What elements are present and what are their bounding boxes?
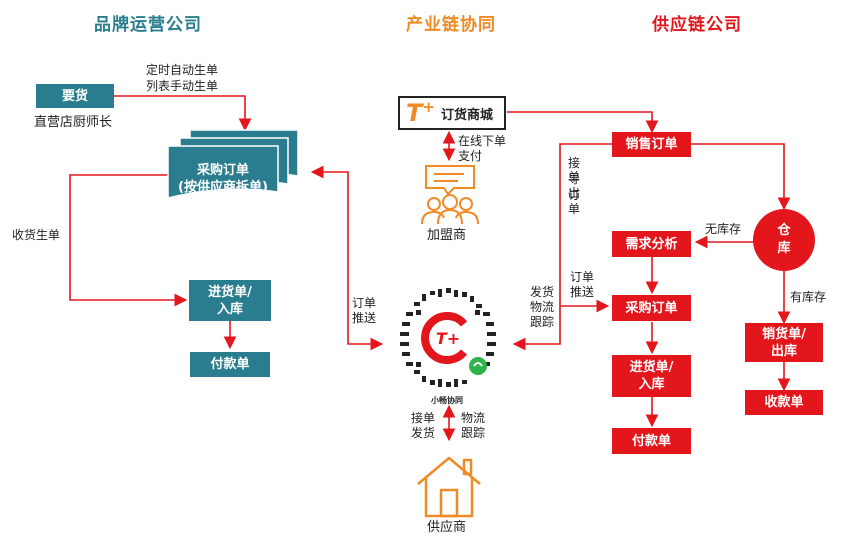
instock-line-2: 入库 [216,301,243,317]
recv-export-label-2: 导 出 [567,172,581,200]
header-industry: 产业链协同 [406,15,496,35]
po-line-2: (按供应商拆单) [178,180,268,195]
sales-out-line-1: 销货单/ [762,326,806,342]
mall-name: 订货商城 [440,107,493,123]
header-brand: 品牌运营公司 [94,15,202,35]
warehouse-label-1: 仓 [777,223,791,238]
recv-export-char-3: 导 [567,172,580,186]
recv-export-char-4: 出 [567,186,580,200]
recv-export-char-6: 单 [567,202,580,216]
supplier-house-icon [417,456,481,518]
store-chef-label: 直营店厨师长 [34,115,113,130]
supply-instock-line-1: 进货单/ [629,360,674,375]
logistics-track-label-1: 物流 [461,411,486,425]
online-order-label-2: 支付 [458,149,483,163]
collection-box: 收款单 [745,390,823,415]
recv-export-char-1: 接 [567,156,580,170]
mall-plus-mark: + [422,98,435,116]
miniapp-code-icon: T+ [394,284,502,392]
auto-order-label-2: 列表手动生单 [146,79,219,93]
supply-instock-box: 进货单/ 入库 [612,355,691,397]
sales-out-box: 销货单/ 出库 [745,323,823,362]
svg-text:T+: T+ [436,329,460,348]
recv-ship-label-2: 发货 [411,426,436,440]
auto-order-label-1: 定时自动生单 [146,63,219,77]
ship-track-label-1: 发货 [530,285,555,299]
recv-export-char-5: 订 [567,188,580,202]
franchisee-icon [421,165,479,225]
warehouse-circle: 仓 库 [753,209,815,271]
recv-export-label-3: 订 单 [567,188,581,216]
order-mall-logo: T + 订货商城 [398,96,506,130]
instock-line-1: 进货单/ [208,284,252,300]
recv-export-char-2: 单 [567,170,580,184]
order-push-label-2: 推送 [352,311,377,325]
supply-instock-line-2: 入库 [638,377,665,392]
sales-order-box: 销售订单 [612,132,691,157]
purchase-order-doc: 采购订单 (按供应商拆单) [168,162,278,196]
yaohuo-box: 要货 [36,84,114,108]
online-order-label-1: 在线下单 [458,134,507,148]
po-line-1: 采购订单 [196,163,249,178]
recv-ship-label-1: 接单 [411,411,436,425]
supplier-label: 供应商 [427,520,467,535]
supply-payment-box: 付款单 [612,428,691,454]
sales-out-line-2: 出库 [770,343,797,359]
has-stock-label: 有库存 [790,290,827,304]
recv-export-label: 接 单 [567,156,581,184]
franchisee-label: 加盟商 [427,228,467,243]
miniapp-label: 小畅协同 [431,396,463,405]
no-stock-label: 无库存 [705,222,742,236]
supply-po-box: 采购订单 [612,295,691,321]
order-push-label-1: 订单 [352,296,377,310]
mall-t-mark: T [406,99,423,127]
warehouse-label-2: 库 [777,241,791,256]
supply-order-push-label-2: 推送 [570,285,595,299]
supply-order-push-label-1: 订单 [570,270,595,284]
ship-track-label-3: 跟踪 [530,315,555,329]
ship-track-label-2: 物流 [530,300,555,314]
payment-box: 付款单 [190,352,270,377]
receive-label: 收货生单 [12,228,61,242]
instock-box: 进货单/ 入库 [189,280,271,321]
purchase-order-stack-icon [167,129,299,199]
demand-analysis-box: 需求分析 [612,231,691,257]
header-supply: 供应链公司 [652,15,742,35]
logistics-track-label-2: 跟踪 [461,426,486,440]
